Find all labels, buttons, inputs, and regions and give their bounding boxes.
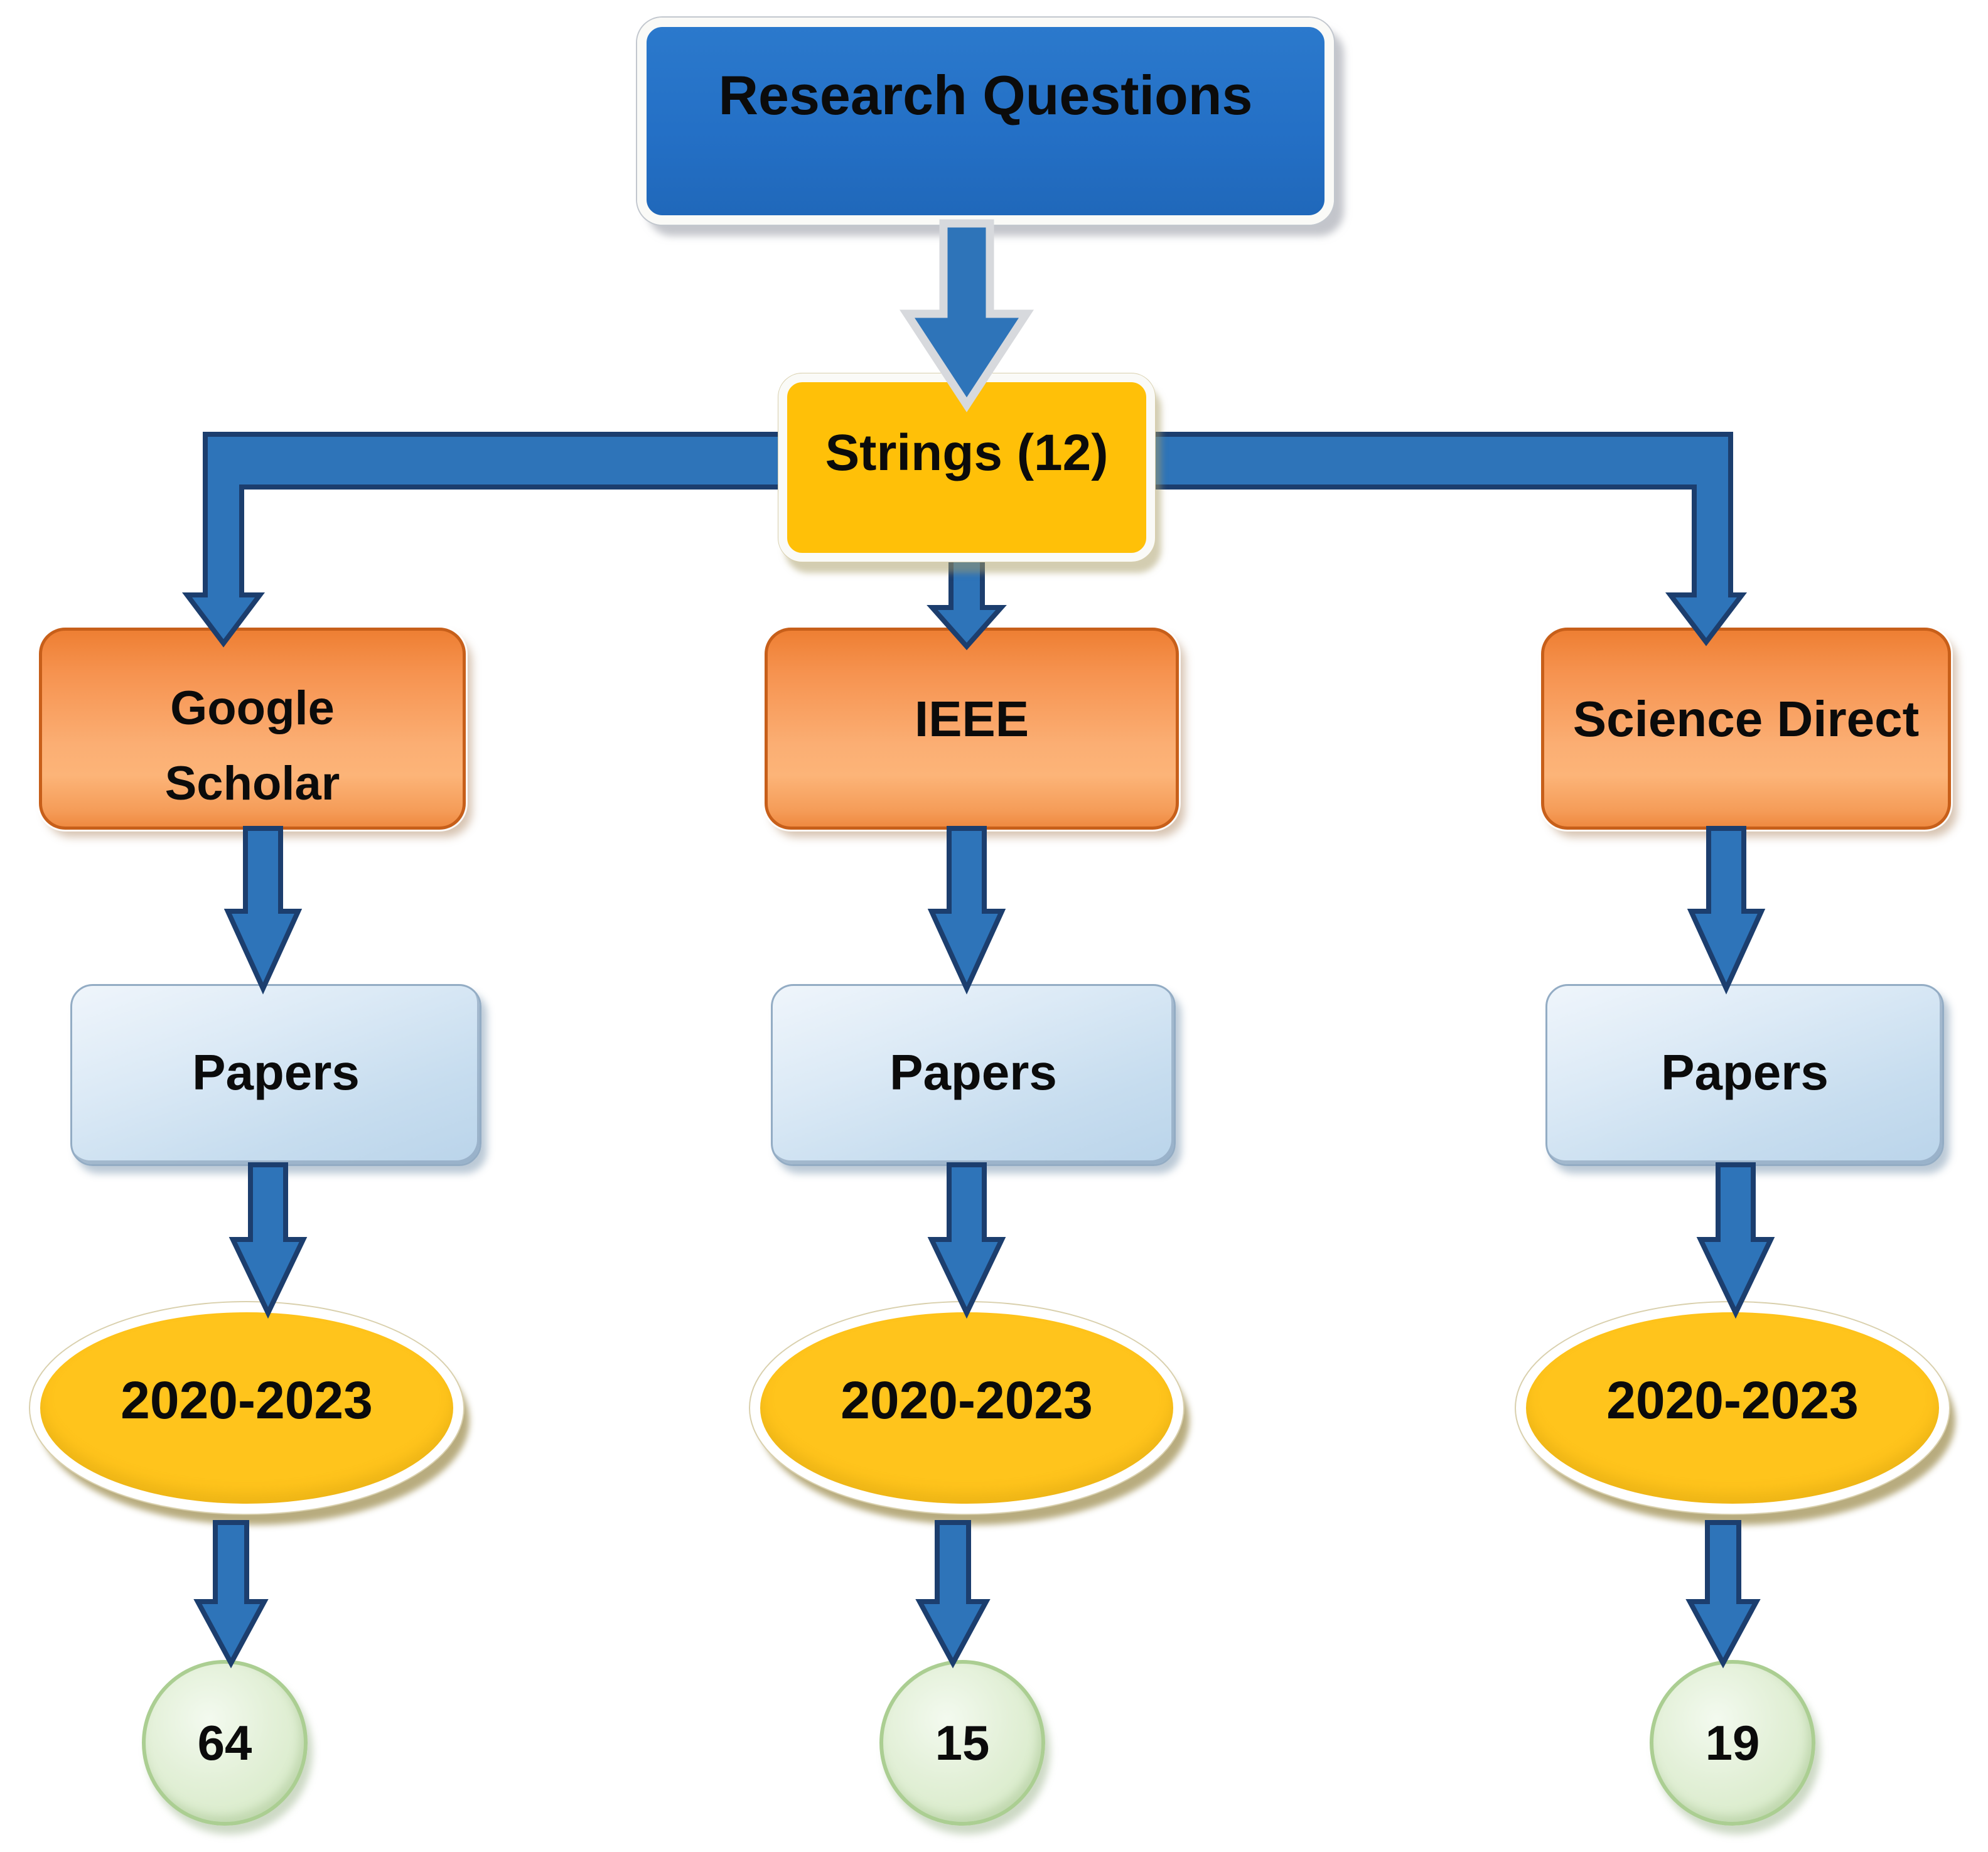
papers-label: Papers	[889, 1044, 1057, 1100]
arrow-period-to-count-middle	[915, 1520, 991, 1669]
arrow-google-scholar-to-papers	[223, 826, 303, 995]
period-label: 2020-2023	[841, 1371, 1093, 1430]
arrow-papers-to-period-right	[1696, 1162, 1775, 1319]
count-value: 15	[935, 1715, 990, 1770]
arrow-research-questions-to-strings	[899, 219, 1034, 412]
arrow-science-direct-to-papers	[1687, 826, 1766, 995]
elbow-arrow-strings-to-science-direct	[964, 432, 1748, 646]
elbow-arrow-strings-to-google-scholar	[181, 432, 969, 648]
count-value: 19	[1705, 1715, 1760, 1770]
arrow-papers-to-period-middle	[927, 1162, 1006, 1319]
google-scholar-label: Google Scholar	[164, 682, 340, 811]
count-circle-science-direct: 19	[1650, 1660, 1815, 1826]
arrow-period-to-count-left	[193, 1520, 269, 1669]
strings-label: Strings (12)	[825, 424, 1109, 481]
period-label: 2020-2023	[1606, 1371, 1859, 1430]
ieee-label: IEEE	[914, 691, 1029, 747]
source-box-ieee: IEEE	[765, 628, 1179, 830]
arrow-ieee-to-papers	[927, 826, 1006, 995]
science-direct-label: Science Direct	[1572, 691, 1920, 747]
arrow-papers-to-period-left	[228, 1162, 308, 1319]
research-questions-box: Research Questions	[637, 18, 1334, 225]
count-value: 64	[197, 1715, 252, 1770]
research-questions-label: Research Questions	[718, 64, 1253, 126]
papers-label: Papers	[1661, 1044, 1829, 1100]
source-box-google-scholar: Google Scholar	[39, 628, 466, 830]
source-box-science-direct: Science Direct	[1541, 628, 1951, 830]
arrow-period-to-count-right	[1685, 1520, 1761, 1669]
count-circle-google-scholar: 64	[142, 1660, 308, 1826]
papers-box-google-scholar: Papers	[70, 984, 481, 1166]
period-label: 2020-2023	[121, 1371, 373, 1430]
papers-box-science-direct: Papers	[1545, 984, 1944, 1166]
papers-box-ieee: Papers	[771, 984, 1176, 1166]
count-circle-ieee: 15	[879, 1660, 1045, 1826]
papers-label: Papers	[192, 1044, 360, 1100]
